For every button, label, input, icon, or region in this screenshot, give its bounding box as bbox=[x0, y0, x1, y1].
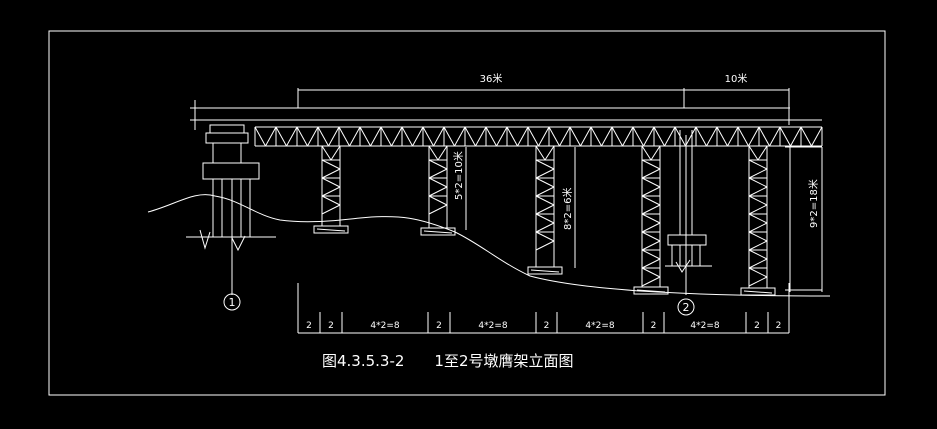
pier-1-label-circle bbox=[223, 293, 241, 311]
top-dimension-lines bbox=[190, 88, 790, 130]
top-truss bbox=[190, 119, 823, 147]
bottom-segment-label: 2 bbox=[328, 321, 334, 331]
support-tower-3 bbox=[535, 145, 555, 267]
dim-height-2: 8*2=6米 bbox=[561, 188, 574, 230]
pier-2-label-circle bbox=[677, 298, 695, 316]
bottom-segment-label: 2 bbox=[651, 321, 657, 331]
bottom-segment-label: 2 bbox=[306, 321, 312, 331]
height-dimension-lines bbox=[465, 146, 823, 292]
support-tower-1 bbox=[321, 145, 341, 226]
support-towers bbox=[313, 145, 776, 296]
bottom-segment-label: 2 bbox=[436, 321, 442, 331]
pier-1-label: 1 bbox=[229, 296, 236, 309]
figure-caption: 图4.3.5.3-2 1至2号墩膺架立面图 bbox=[322, 352, 574, 370]
bottom-segment-label: 2 bbox=[544, 321, 550, 331]
dim-height-4: 9*2=18米 bbox=[807, 179, 820, 228]
drawing-frame bbox=[48, 30, 886, 396]
bottom-segment-label: 2 bbox=[776, 321, 782, 331]
tower-footing-1 bbox=[313, 225, 349, 234]
dim-right-span: 10米 bbox=[725, 72, 748, 85]
bottom-segment-label: 2 bbox=[754, 321, 760, 331]
bottom-segments: 2 2 4*2=8 2 4*2=8 2 4*2=8 2 4*2=8 2 2 bbox=[297, 312, 790, 333]
support-tower-5 bbox=[748, 145, 768, 288]
pier-1-structure bbox=[186, 124, 276, 295]
bottom-segment-label: 4*2=8 bbox=[690, 321, 719, 331]
bottom-segment-label: 4*2=8 bbox=[370, 321, 399, 331]
pier-2-structure bbox=[665, 130, 712, 295]
ground-line bbox=[147, 194, 831, 297]
tower-footing-3 bbox=[527, 266, 563, 275]
bottom-segment-label: 4*2=8 bbox=[478, 321, 507, 331]
pier-2-label: 2 bbox=[683, 301, 690, 314]
dim-height-1: 5*2=10米 bbox=[452, 151, 465, 200]
bottom-segment-label: 4*2=8 bbox=[585, 321, 614, 331]
dim-total-span: 36米 bbox=[480, 72, 503, 85]
support-tower-2 bbox=[428, 145, 448, 228]
support-tower-4 bbox=[641, 145, 661, 287]
